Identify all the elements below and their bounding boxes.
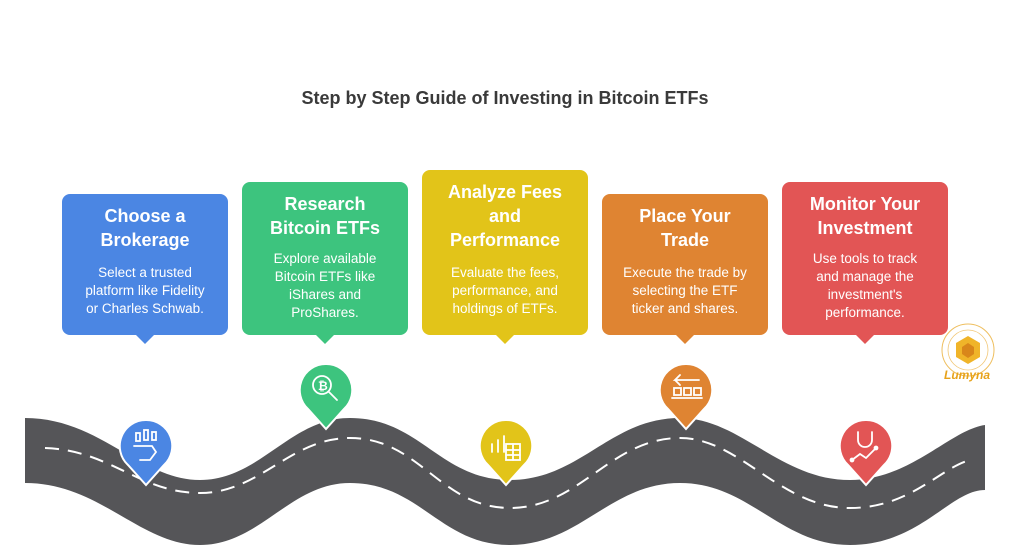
- lumyna-logo-icon: [941, 323, 995, 377]
- touch-chart-icon: [133, 429, 158, 461]
- step-5-body-2: and manage the: [816, 269, 914, 284]
- step-4-body-3: ticker and shares.: [631, 301, 739, 316]
- step-5-body-1: Use tools to track: [812, 251, 918, 266]
- step-card-3: Analyze Fees and Performance Evaluate th…: [422, 170, 588, 344]
- step-3-heading: Analyze Fees: [447, 182, 563, 202]
- step-1-body-2: platform like Fidelity: [85, 283, 205, 298]
- step-1-body-3: or Charles Schwab.: [86, 301, 204, 316]
- step-5-body-4: performance.: [825, 305, 905, 320]
- step-3-body-3: holdings of ETFs.: [452, 301, 558, 316]
- step-4-heading-2: Trade: [660, 230, 710, 250]
- step-2-body-2: Bitcoin ETFs like: [274, 269, 376, 284]
- step-3-body-1: Evaluate the fees,: [450, 265, 560, 280]
- logo-text: Lumyna: [944, 368, 991, 382]
- pin-5: [838, 418, 894, 487]
- arrow-conveyor-icon: [671, 374, 703, 399]
- step-card-1: Choose a Brokerage Select a trusted plat…: [62, 194, 228, 344]
- step-1-heading-2: Brokerage: [100, 230, 190, 250]
- step-2-body-3: iShares and: [288, 287, 362, 302]
- step-2-heading: Research: [284, 194, 366, 214]
- pin-3: [478, 418, 534, 487]
- step-card-4: Place Your Trade Execute the trade by se…: [602, 194, 768, 344]
- step-4-body-2: selecting the ETF: [632, 283, 738, 298]
- step-5-heading: Monitor Your: [809, 194, 921, 214]
- svg-text:₿: ₿: [318, 379, 328, 393]
- step-card-2: Research Bitcoin ETFs Explore available …: [242, 182, 408, 344]
- pin-4: [658, 362, 714, 431]
- step-1-body-1: Select a trusted: [98, 265, 192, 280]
- step-5-heading-2: Investment: [817, 218, 913, 238]
- step-5-body-3: investment's: [827, 287, 903, 302]
- magnet-trend-icon: [849, 431, 879, 463]
- step-4-heading: Place Your: [639, 206, 731, 226]
- page-title: Step by Step Guide of Investing in Bitco…: [301, 88, 709, 108]
- step-2-body-4: ProShares.: [291, 305, 359, 320]
- pin-2: ₿: [298, 362, 354, 431]
- step-4-body-1: Execute the trade by: [623, 265, 747, 280]
- bitcoin-search-icon: ₿: [312, 375, 338, 401]
- step-3-heading-2: and: [488, 206, 521, 226]
- step-3-body-2: performance, and: [452, 283, 558, 298]
- pin-1: [118, 418, 174, 487]
- step-3-heading-3: Performance: [449, 230, 561, 250]
- step-1-heading: Choose a: [104, 206, 186, 226]
- step-2-body-1: Explore available: [273, 251, 377, 266]
- bar-chart-calculator-icon: [491, 435, 521, 461]
- step-card-5: Monitor Your Investment Use tools to tra…: [782, 182, 948, 344]
- step-2-heading-2: Bitcoin ETFs: [269, 218, 380, 238]
